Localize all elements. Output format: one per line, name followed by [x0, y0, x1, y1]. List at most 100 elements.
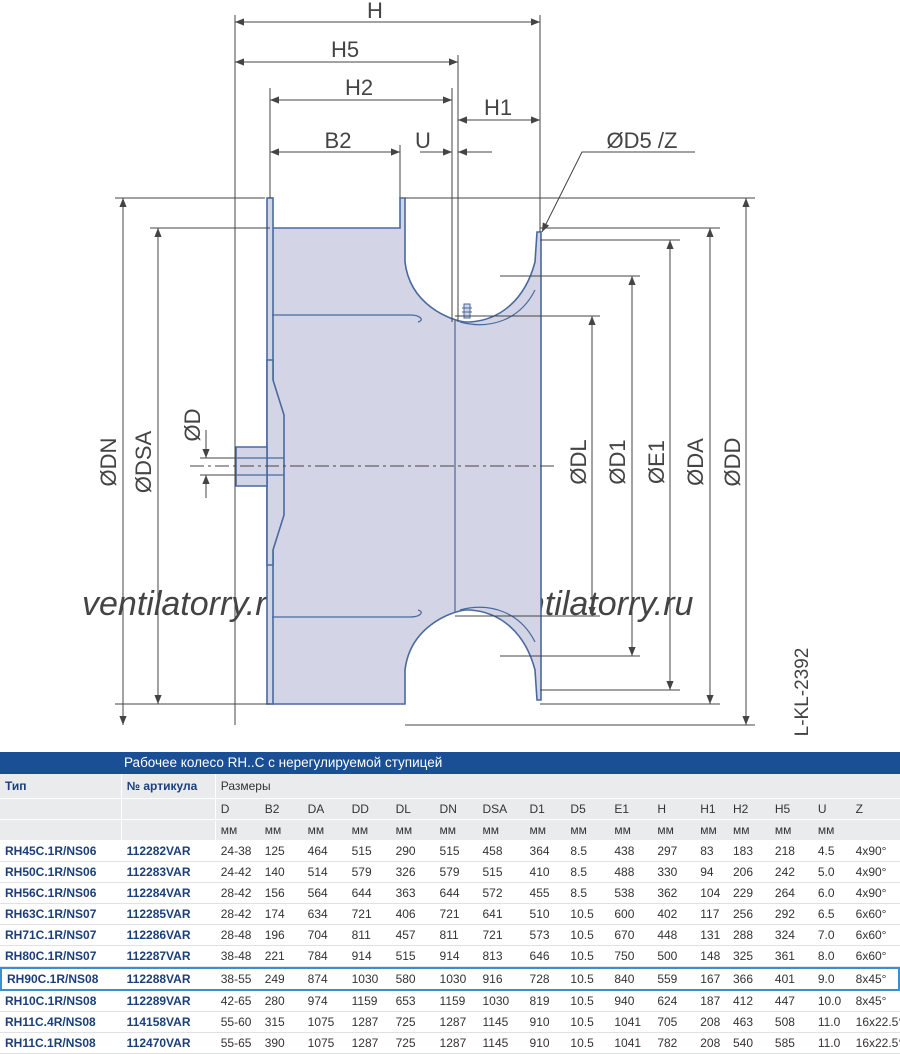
column-header: U: [812, 799, 851, 820]
column-unit: мм: [390, 820, 435, 841]
cell-value: 42-65: [215, 991, 260, 1012]
cell-value: 564: [302, 883, 347, 904]
cell-value: 10.5: [565, 904, 610, 925]
cell-value: 9.0: [812, 967, 851, 991]
watermark-left: ventilatorry.ru: [82, 585, 286, 623]
cell-value: 4.5: [812, 841, 851, 862]
cell-value: 457: [390, 925, 435, 946]
dim-label-h1: H1: [484, 95, 512, 120]
cell-value: 464: [302, 841, 347, 862]
balancing-valve-icon: [462, 303, 472, 319]
cell-value: 704: [302, 925, 347, 946]
cell-value: 292: [769, 904, 813, 925]
cell-value: 6.5: [812, 904, 851, 925]
cell-value: 515: [434, 841, 478, 862]
cell-value: 874: [302, 967, 347, 991]
cell-value: 515: [477, 862, 525, 883]
cell-type: RH11C.4R/NS08: [0, 1012, 122, 1033]
cell-article: 112289VAR: [121, 991, 216, 1012]
cell-value: 24-42: [215, 862, 260, 883]
cell-value: 290: [390, 841, 435, 862]
cell-value: 500: [652, 946, 696, 967]
cell-value: 721: [434, 904, 478, 925]
column-unit: мм: [695, 820, 728, 841]
column-unit: мм: [434, 820, 478, 841]
column-unit: [850, 820, 900, 841]
cell-value: 297: [652, 841, 696, 862]
cell-value: 125: [259, 841, 303, 862]
cell-value: 94: [695, 862, 728, 883]
column-unit: мм: [259, 820, 303, 841]
cell-value: 11.0: [812, 1012, 851, 1033]
column-unit: мм: [609, 820, 653, 841]
cell-article: 112284VAR: [121, 883, 216, 904]
cell-value: 5.0: [812, 862, 851, 883]
cell-value: 644: [346, 883, 391, 904]
column-header: DSA: [477, 799, 525, 820]
dim-label-da: ØDA: [683, 438, 708, 486]
cell-type: RH80C.1R/NS07: [0, 946, 122, 967]
cell-value: 6x60°: [850, 946, 900, 967]
column-header: H2: [727, 799, 770, 820]
cell-value: 559: [652, 967, 696, 991]
cell-value: 6.0: [812, 883, 851, 904]
dim-label-d1: ØD1: [605, 439, 630, 484]
cell-value: 1030: [477, 991, 525, 1012]
cell-value: 448: [652, 925, 696, 946]
cell-value: 8.5: [565, 883, 610, 904]
cell-value: 721: [477, 925, 525, 946]
cell-value: 10.5: [565, 1012, 610, 1033]
cell-value: 229: [727, 883, 770, 904]
cell-value: 784: [302, 946, 347, 967]
cell-value: 916: [477, 967, 525, 991]
column-header: H: [652, 799, 696, 820]
column-header: H1: [695, 799, 728, 820]
cell-value: 721: [346, 904, 391, 925]
cell-value: 148: [695, 946, 728, 967]
cell-type: RH10C.1R/NS08: [0, 991, 122, 1012]
cell-value: 10.0: [812, 991, 851, 1012]
cell-value: 8.0: [812, 946, 851, 967]
dim-label-u: U: [415, 128, 431, 153]
cell-value: 624: [652, 991, 696, 1012]
column-unit: мм: [346, 820, 391, 841]
cell-value: 510: [524, 904, 566, 925]
cell-value: 28-48: [215, 925, 260, 946]
table-title: Рабочее колесо RH..C с нерегулируемой ст…: [0, 752, 900, 774]
cell-value: 4x90°: [850, 862, 900, 883]
cell-value: 508: [769, 1012, 813, 1033]
cell-article: 112282VAR: [121, 841, 216, 862]
cell-type: RH71C.1R/NS07: [0, 925, 122, 946]
column-unit: мм: [524, 820, 566, 841]
cell-value: 28-42: [215, 883, 260, 904]
cell-value: 811: [346, 925, 391, 946]
cell-value: 1159: [434, 991, 478, 1012]
cell-value: 410: [524, 862, 566, 883]
cell-value: 8.5: [565, 841, 610, 862]
cell-value: 38-48: [215, 946, 260, 967]
cell-value: 914: [434, 946, 478, 967]
dim-label-dd: ØDD: [720, 438, 745, 487]
cell-value: 242: [769, 862, 813, 883]
column-unit: мм: [302, 820, 347, 841]
dim-label-e1: ØE1: [644, 440, 669, 484]
cell-value: 463: [727, 1012, 770, 1033]
cell-value: 187: [695, 991, 728, 1012]
dim-label-h5: H5: [331, 37, 359, 62]
cell-value: 326: [390, 862, 435, 883]
cell-value: 813: [477, 946, 525, 967]
cell-value: 196: [259, 925, 303, 946]
cell-value: 8x45°: [850, 967, 900, 991]
cell-value: 725: [390, 1012, 435, 1033]
column-header: DA: [302, 799, 347, 820]
cell-value: 488: [609, 862, 653, 883]
cell-value: 83: [695, 841, 728, 862]
cell-article: 112285VAR: [121, 904, 216, 925]
cell-type: RH56C.1R/NS06: [0, 883, 122, 904]
cell-value: 974: [302, 991, 347, 1012]
cell-value: 140: [259, 862, 303, 883]
cell-value: 538: [609, 883, 653, 904]
column-header: D: [215, 799, 260, 820]
